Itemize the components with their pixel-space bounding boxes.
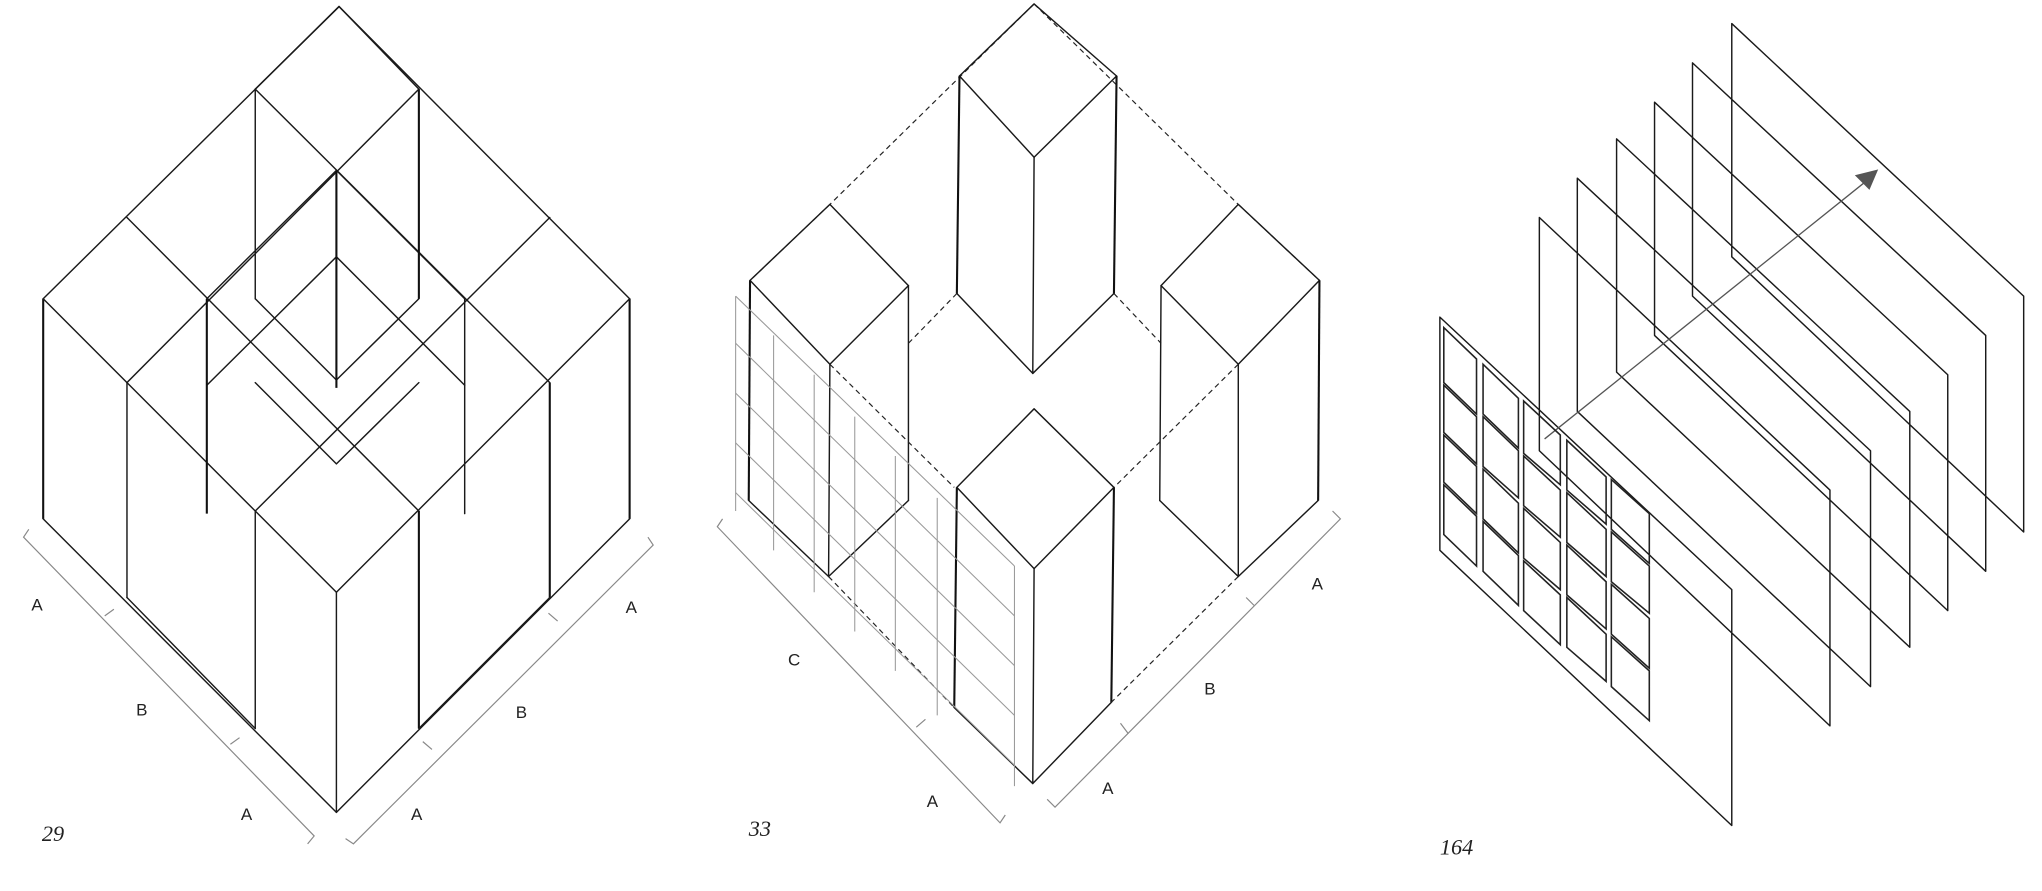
figure-29-drawing [22,5,654,845]
fig29-label-left-b: B [136,700,147,719]
figure-29-number: 29 [42,821,64,846]
front-panel-window-grid [1443,325,1651,723]
fig29-label-left-a1: A [31,596,43,615]
figure-29-labels: A B A A B A 29 [31,596,637,847]
fig33-label-c: C [788,651,800,670]
fig33-label-right-a1: A [1312,575,1324,594]
figure-33-labels: C A A B A 33 [748,575,1324,841]
figure-164-labels: 164 [1440,834,1473,859]
figure-164-drawing [1439,22,2025,827]
figure-164-number: 164 [1440,834,1473,859]
fig29-label-right-a1: A [626,598,638,617]
fig33-label-left-a: A [927,792,939,811]
arrowhead-icon [1854,169,1879,190]
fig33-label-right-a2: A [1102,779,1114,798]
figure-33-number: 33 [748,816,771,841]
fig33-label-right-b: B [1204,679,1215,698]
fig29-label-left-a2: A [241,805,253,824]
figure-33-drawing [716,3,1342,824]
fig29-label-right-a2: A [411,805,423,824]
fig29-label-right-b: B [516,703,527,722]
